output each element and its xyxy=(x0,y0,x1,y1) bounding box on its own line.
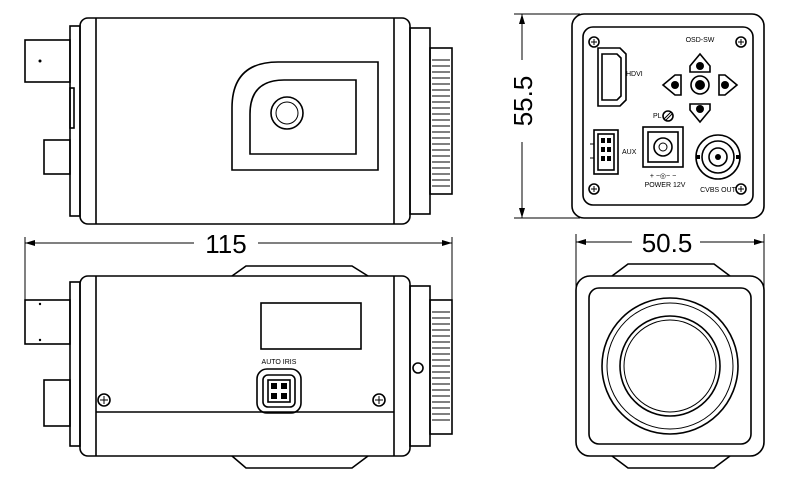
top-rear-plate xyxy=(69,25,81,217)
dimension-width xyxy=(575,234,765,292)
front-body xyxy=(575,275,765,457)
auto-iris-label: AUTO IRIS xyxy=(262,359,297,366)
power-label: POWER 12V xyxy=(645,182,686,189)
dimension-height xyxy=(514,13,580,219)
side-bnc-connector xyxy=(24,299,71,345)
cvbs-label: CVBS OUT xyxy=(700,187,737,194)
aux-label: AUX xyxy=(622,149,637,156)
power-polarity: + −◎− − xyxy=(650,173,676,180)
power-jack xyxy=(642,126,684,168)
pl-led xyxy=(662,110,674,122)
side-lens-ring xyxy=(429,299,453,435)
height-dimension-label: 55.5 xyxy=(508,76,538,127)
osd-joystick xyxy=(661,52,739,124)
top-mount-pad xyxy=(231,61,379,171)
rear-screw-br xyxy=(735,183,747,195)
side-screw-right xyxy=(372,393,386,407)
rear-panel-outer xyxy=(571,13,765,219)
aux-connector xyxy=(590,129,619,175)
top-aux-connector xyxy=(43,139,71,175)
rear-screw-bl xyxy=(588,183,600,195)
lens-outer-ring xyxy=(601,297,739,435)
pl-label: PL xyxy=(653,113,662,120)
rear-screw-tr xyxy=(735,36,747,48)
length-dimension-label: 115 xyxy=(205,229,246,259)
top-bnc-connector xyxy=(24,39,71,83)
top-front-collar xyxy=(409,27,431,215)
rear-panel-face xyxy=(582,26,754,206)
cvbs-bnc-port xyxy=(695,134,741,180)
side-label-window xyxy=(260,302,362,350)
front-view: 50.5 xyxy=(575,228,765,469)
hdvi-label: HDVI xyxy=(626,71,643,78)
top-view xyxy=(24,17,453,225)
lens-inner-ring xyxy=(619,315,721,417)
rear-screw-tl xyxy=(588,36,600,48)
rear-panel-view: 55.5 HDVI OSD-SW xyxy=(508,13,765,219)
top-body xyxy=(79,17,411,225)
osd-label: OSD-SW xyxy=(686,37,715,44)
side-aux-connector xyxy=(43,379,71,427)
tripod-screw-hole xyxy=(270,96,304,130)
auto-iris-connector xyxy=(256,368,302,414)
top-lens-ring xyxy=(429,47,453,195)
dimension-length xyxy=(24,237,453,300)
side-view: 115 AUTO IRIS xyxy=(24,229,453,469)
side-rear-plate xyxy=(69,281,81,447)
width-dimension-label: 50.5 xyxy=(642,228,693,258)
hdvi-port xyxy=(597,47,627,107)
side-screw-left xyxy=(97,393,111,407)
